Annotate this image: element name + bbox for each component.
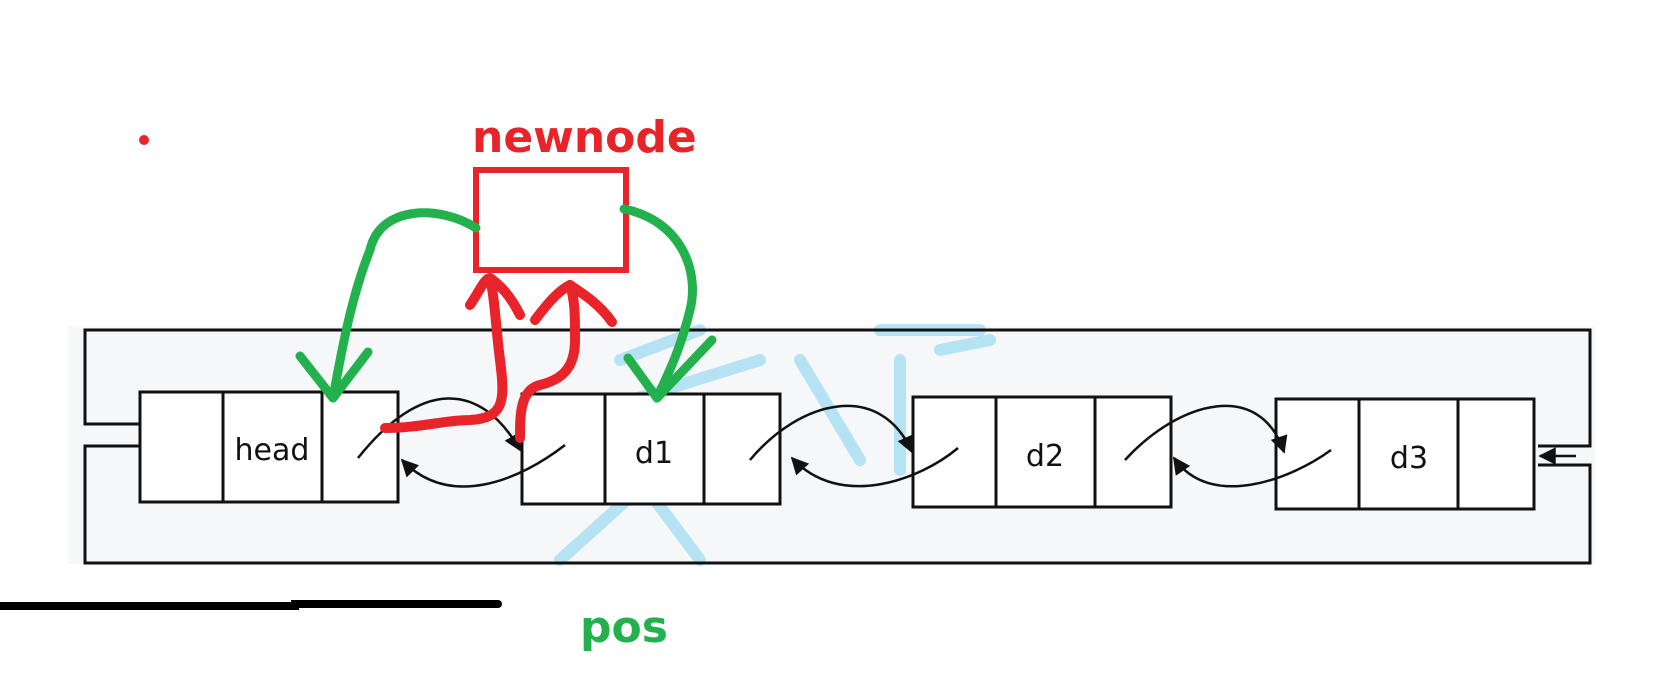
newnode-label: newnode [472, 112, 697, 163]
node-d2: d2 [911, 395, 1173, 509]
node-head: head [138, 390, 400, 504]
circular-link-frame [83, 328, 1592, 565]
green-annotation-arrows [295, 204, 717, 403]
pos-label: pos [580, 602, 668, 653]
node-head-label: head [235, 433, 310, 468]
pointer-arrows [357, 397, 1576, 488]
newnode-box [473, 167, 629, 273]
red-annotation-arrows [380, 273, 617, 443]
black-underline-stroke [0, 600, 502, 610]
node-d1: d1 [520, 392, 782, 506]
node-d3-label: d3 [1390, 441, 1428, 476]
node-d3: d3 [1274, 397, 1536, 511]
stray-red-dot [139, 135, 149, 145]
node-d1-label: d1 [635, 436, 673, 471]
node-d2-label: d2 [1026, 439, 1064, 474]
